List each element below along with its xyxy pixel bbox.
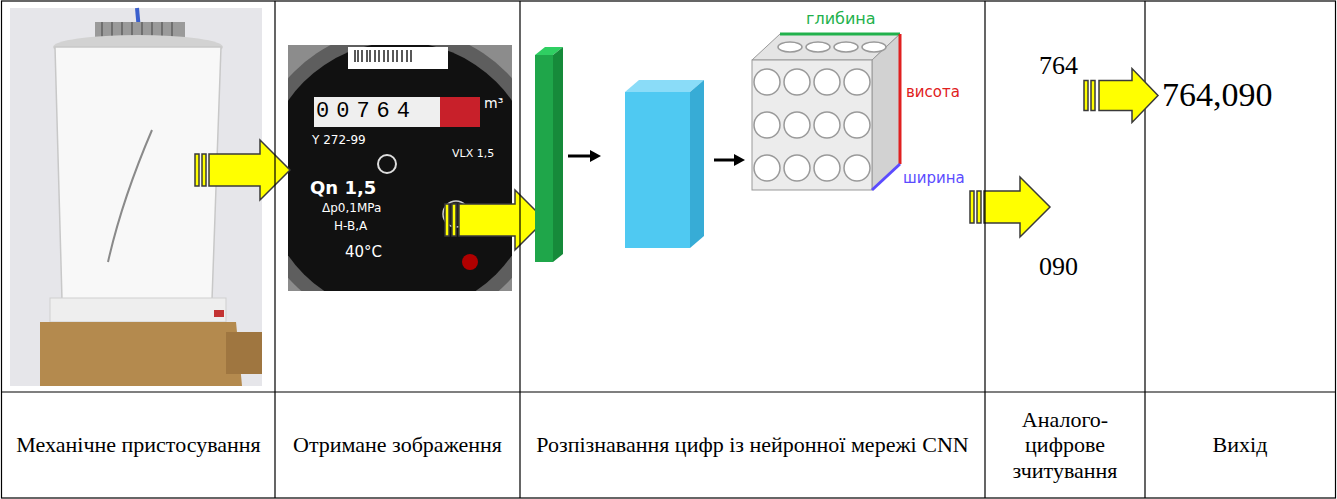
depth-line: [780, 33, 900, 36]
value-box: 764,090: [1158, 73, 1277, 118]
label-text: 40°C: [345, 244, 382, 261]
arrow-body: [984, 177, 1050, 237]
flow-arrow: [445, 190, 545, 250]
label-text: глибина: [806, 10, 876, 28]
arrow-tail: [1091, 81, 1095, 111]
collar: [50, 298, 226, 322]
label-text: Qn 1,5: [310, 178, 376, 199]
arrow-tail: [452, 204, 456, 236]
photo-ground: [10, 8, 262, 386]
barcode: [355, 50, 411, 62]
arrow-tail: [1084, 81, 1088, 111]
arrow-tail: [977, 191, 981, 223]
arrow-body: [209, 140, 290, 200]
meter-image: [288, 45, 512, 291]
flow-arrow: [195, 140, 290, 200]
slab-front: [535, 55, 553, 262]
arrow-tail: [970, 191, 974, 223]
body-line: [108, 130, 152, 262]
height-line: [899, 34, 902, 164]
arrow-tail: [195, 154, 199, 186]
neuron-circles: [754, 42, 886, 181]
label-text: 00764: [316, 99, 417, 124]
label-text: висота: [906, 84, 960, 101]
cnn-layer-green: [535, 47, 563, 262]
flow-arrow: [970, 177, 1050, 237]
arrow-tail: [202, 154, 206, 186]
caption-text: Механічне пристосування: [16, 432, 260, 457]
red-wheels: [440, 97, 480, 127]
caption-text: Отримане зображення: [293, 432, 502, 457]
label-text: ширина: [903, 170, 965, 187]
red-dot: [462, 254, 478, 270]
volume-side: [872, 34, 900, 190]
caption-text: Вихід: [1213, 432, 1268, 457]
meter-face: [288, 45, 512, 291]
caption-cell: Механічне пристосування: [2, 393, 275, 497]
value-text: 090: [1039, 251, 1078, 282]
volume-front: [752, 60, 872, 190]
feature-volume: [752, 34, 900, 190]
caption-cell: Аналого-цифрове зчитування: [985, 393, 1145, 497]
value-box: 764 090: [1035, 50, 1082, 282]
label-text: H-B,A: [334, 220, 367, 234]
value-text: 764: [1039, 50, 1078, 81]
gear-symbol: [378, 155, 396, 173]
caption-text: Розпізнавання цифр із нейронної мережі C…: [536, 432, 968, 457]
brass-body: [40, 322, 242, 386]
label-text: VLX 1,5: [452, 148, 494, 161]
value-text: 764,090: [1162, 75, 1273, 116]
arrow-body: [459, 190, 545, 250]
counter-window: [314, 97, 440, 127]
label-text: m³: [484, 95, 503, 111]
arrow-tail: [445, 204, 449, 236]
meter-rim: [288, 45, 512, 291]
cnn-layer-blue: [625, 80, 704, 248]
box-side: [690, 80, 704, 248]
label-text: Y 272-99: [312, 134, 366, 148]
caption-cell: Розпізнавання цифр із нейронної мережі C…: [520, 393, 985, 497]
box-front: [625, 92, 690, 248]
slab-side: [553, 47, 563, 262]
caption-cell: Вихід: [1145, 393, 1335, 497]
cylinder-body: [55, 47, 221, 300]
width-line: [872, 164, 900, 190]
brass-pipe: [226, 332, 262, 374]
block-arrow: [1084, 69, 1158, 123]
caption-cell: Отримане зображення: [275, 393, 520, 497]
column-lines: [275, 1, 1145, 498]
caption-text: Аналого-цифрове зчитування: [991, 407, 1139, 483]
barcode-sticker: [348, 47, 448, 69]
attachment-photo: [10, 8, 262, 386]
small-arrow: [714, 154, 745, 166]
label-text: Δp0,1MPa: [322, 202, 381, 216]
row-line: [2, 391, 1336, 392]
red-part: [214, 310, 224, 317]
arrow-body: [1099, 69, 1158, 123]
small-arrow: [568, 150, 601, 162]
